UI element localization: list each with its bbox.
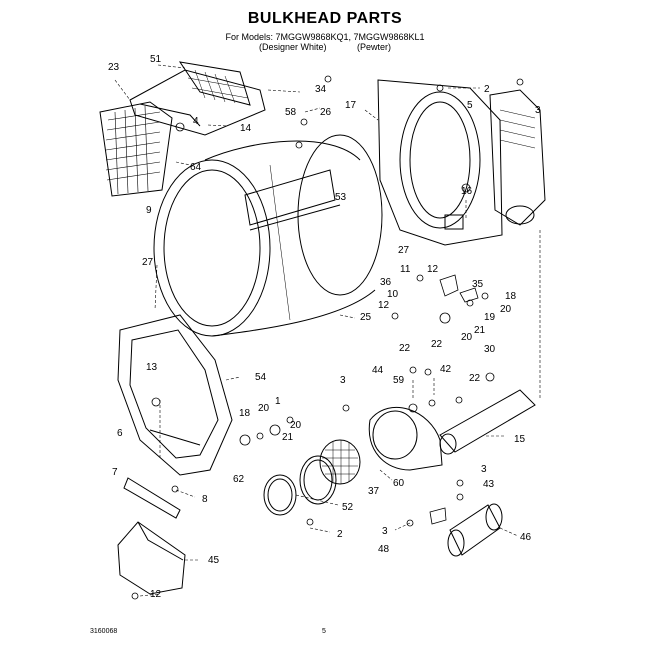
callout-labels: 23 51 34 4 58 14 26 17 2 5 3 64 9 53 16 …	[108, 54, 541, 600]
callout-51: 51	[150, 54, 162, 65]
callout-52: 52	[342, 502, 354, 513]
callout-15: 15	[514, 434, 526, 445]
blower-housing-part	[368, 406, 443, 471]
callout-59: 59	[393, 375, 405, 386]
callout-14: 14	[240, 123, 252, 134]
callout-20-mid: 20	[461, 332, 473, 343]
color-designer-white: (Designer White)	[258, 42, 327, 52]
callout-5: 5	[467, 100, 473, 111]
callout-2-top: 2	[484, 84, 490, 95]
callout-42: 42	[440, 364, 452, 375]
footer-code: 3160068	[90, 628, 118, 635]
callout-20-lower-a: 20	[258, 403, 270, 414]
fastener-parts	[131, 75, 524, 600]
exhaust-duct-part	[439, 389, 536, 455]
callout-7: 7	[112, 467, 118, 478]
callout-11: 11	[400, 264, 411, 275]
callout-3-top: 3	[535, 105, 541, 116]
callout-21-lower: 21	[282, 432, 294, 443]
callout-30: 30	[484, 344, 496, 355]
callout-22-left: 22	[399, 343, 411, 354]
callout-10: 10	[387, 289, 399, 300]
callout-9: 9	[146, 205, 152, 216]
callout-64: 64	[190, 162, 202, 173]
callout-62: 62	[233, 474, 245, 485]
callout-18-upper: 18	[505, 291, 517, 302]
callout-37: 37	[368, 486, 380, 497]
callout-20-lower-b: 20	[290, 420, 302, 431]
callout-35: 35	[472, 279, 484, 290]
callout-58: 58	[285, 107, 297, 118]
color-variants: (Designer White) (Pewter)	[0, 42, 650, 52]
callout-53: 53	[335, 192, 347, 203]
lint-screen-part	[99, 101, 173, 197]
guide-lines	[114, 64, 541, 597]
callout-22-mid: 22	[431, 339, 443, 350]
callout-6: 6	[117, 428, 123, 439]
callout-19: 19	[484, 312, 496, 323]
drum-glide-part	[123, 477, 181, 519]
blower-seal-part	[299, 455, 337, 505]
lint-housing-part	[129, 61, 266, 136]
callout-3-bottom: 3	[382, 526, 388, 537]
callout-18-lower: 18	[239, 408, 251, 419]
callout-1: 1	[275, 396, 281, 407]
color-pewter: (Pewter)	[357, 42, 392, 52]
page-title: BULKHEAD PARTS	[247, 10, 403, 27]
callout-21-upper: 21	[474, 325, 486, 336]
callout-60: 60	[393, 478, 405, 489]
callout-34: 34	[315, 84, 327, 95]
callout-44: 44	[372, 365, 384, 376]
callout-13: 13	[146, 362, 158, 373]
drum-part	[153, 134, 383, 337]
motor-part	[447, 503, 503, 557]
callout-43: 43	[483, 479, 495, 490]
rear-bulkhead-part	[377, 79, 503, 246]
callout-16: 16	[461, 186, 473, 197]
callout-4: 4	[193, 116, 199, 127]
callout-27-left: 27	[142, 257, 154, 268]
blower-wheel-part	[319, 439, 361, 485]
callout-20-upper: 20	[500, 304, 512, 315]
callout-36: 36	[380, 277, 392, 288]
callout-12-upper: 12	[427, 264, 439, 275]
callout-27-right: 27	[398, 245, 410, 256]
model-numbers: For Models: 7MGGW9868KQ1, 7MGGW9868KL1	[225, 32, 425, 42]
duct-cover-part	[489, 89, 546, 226]
callout-46: 46	[520, 532, 532, 543]
callout-22-right: 22	[469, 373, 481, 384]
callout-25: 25	[360, 312, 372, 323]
front-bulkhead-part	[117, 314, 233, 476]
callout-3-right: 3	[481, 464, 487, 475]
seal-ring-part	[263, 474, 297, 516]
callout-23: 23	[108, 62, 120, 73]
callout-12-mid: 12	[378, 300, 390, 311]
callout-2-bottom: 2	[337, 529, 343, 540]
callout-3-mid: 3	[340, 375, 346, 386]
callout-45: 45	[208, 555, 220, 566]
callout-17: 17	[345, 100, 357, 111]
page-number: 5	[322, 628, 326, 635]
callout-12-bottom: 12	[150, 589, 162, 600]
callout-26: 26	[320, 107, 332, 118]
callout-48: 48	[378, 544, 390, 555]
callout-8: 8	[202, 494, 208, 505]
lint-duct-part	[117, 521, 186, 595]
callout-54: 54	[255, 372, 267, 383]
